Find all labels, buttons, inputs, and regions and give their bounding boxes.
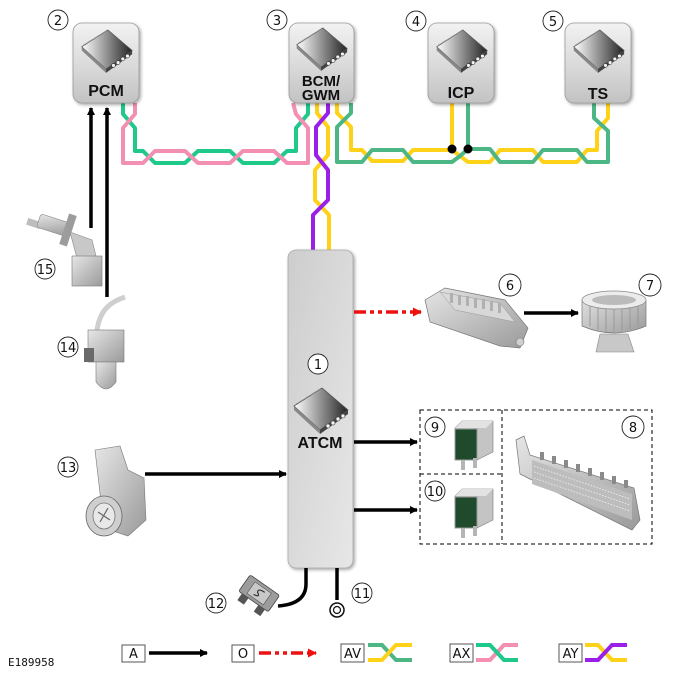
callout-number: 10 bbox=[427, 485, 444, 500]
callout-circle bbox=[266, 9, 288, 31]
output-group-box bbox=[419, 409, 653, 545]
component-15[interactable]: 15 bbox=[26, 213, 103, 287]
callout-circle bbox=[424, 416, 446, 438]
component-11[interactable]: 11 bbox=[329, 568, 373, 618]
callout-number: 5 bbox=[549, 15, 557, 30]
signal-arrows bbox=[87, 107, 579, 514]
component-9[interactable]: 9 bbox=[424, 416, 494, 470]
blower-fan-icon bbox=[581, 290, 647, 353]
module-icp[interactable]: ICP bbox=[427, 22, 495, 104]
callout-circle bbox=[424, 480, 446, 502]
module-ts[interactable]: TS bbox=[564, 22, 632, 104]
group-outline bbox=[419, 409, 653, 545]
callout-circle bbox=[47, 9, 69, 31]
module-callouts: 2 3 4 5 1 bbox=[47, 9, 564, 375]
fuse-wire bbox=[277, 568, 308, 608]
callout-circle bbox=[498, 273, 522, 297]
module-label-line1: BCM/ bbox=[302, 73, 341, 90]
component-7[interactable]: 7 bbox=[581, 273, 662, 353]
temperature-sensor-icon bbox=[84, 294, 126, 390]
legend-code-box bbox=[121, 644, 146, 663]
callout-number: 4 bbox=[412, 15, 420, 30]
legend-code-box bbox=[449, 643, 474, 663]
atcm-label: ATCM bbox=[297, 435, 342, 452]
can-wire-ts-yellow bbox=[335, 103, 610, 164]
component-10[interactable]: 10 bbox=[424, 480, 494, 538]
module-label: ICP bbox=[448, 85, 475, 102]
heater-element-icon bbox=[515, 435, 641, 531]
component-6[interactable]: 6 bbox=[424, 273, 529, 349]
can-wire-pcm-pink bbox=[121, 102, 310, 165]
module-label: PCM bbox=[88, 83, 124, 100]
callout-circle bbox=[57, 336, 79, 358]
legend-item-o: O bbox=[231, 644, 317, 663]
callout-circle bbox=[57, 456, 79, 478]
callout-number: 12 bbox=[208, 597, 225, 612]
can-wire-pcm-green bbox=[121, 103, 310, 165]
ignition-switch-icon bbox=[85, 445, 147, 537]
callout-number: 8 bbox=[629, 421, 637, 436]
relay-icon bbox=[454, 420, 494, 470]
ground-ring-terminal-icon bbox=[329, 602, 345, 618]
relay-icon bbox=[454, 488, 494, 538]
callout-number: 7 bbox=[646, 279, 654, 294]
module-bcm-gwm[interactable]: BCM/ GWM bbox=[288, 22, 355, 104]
legend-code: AV bbox=[344, 647, 361, 662]
callout-circle bbox=[34, 258, 56, 280]
fuse-icon bbox=[237, 575, 280, 617]
callout-number: 9 bbox=[431, 421, 439, 436]
legend-item-av: AV bbox=[340, 643, 412, 663]
callout-circle bbox=[205, 592, 227, 614]
figure-reference: E189958 bbox=[8, 656, 54, 669]
callout-circle bbox=[638, 273, 662, 297]
splice-dot-green bbox=[463, 144, 473, 154]
callout-number: 3 bbox=[273, 14, 281, 29]
module-label-line2: GWM bbox=[302, 87, 340, 104]
legend-code: A bbox=[129, 647, 138, 662]
callout-number: 15 bbox=[37, 263, 54, 278]
legend-code-box bbox=[340, 643, 365, 663]
legend-code: O bbox=[238, 647, 248, 662]
component-14[interactable]: 14 bbox=[57, 294, 126, 390]
legend-item-ax: AX bbox=[449, 643, 518, 663]
lin-wire-atcm-purple bbox=[311, 103, 330, 250]
legend-item-a: A bbox=[121, 644, 208, 663]
callout-number: 11 bbox=[354, 587, 371, 602]
splice-dot-yellow bbox=[447, 144, 457, 154]
component-12[interactable]: 12 bbox=[205, 568, 308, 618]
callout-circle bbox=[542, 10, 564, 32]
module-pcm[interactable]: PCM bbox=[72, 22, 140, 104]
module-atcm[interactable]: ATCM bbox=[287, 249, 354, 569]
twisted-pair-ax-icon bbox=[476, 643, 518, 662]
control-module-icon bbox=[424, 287, 529, 349]
callout-circle bbox=[307, 353, 329, 375]
callout-number: 6 bbox=[506, 279, 514, 294]
component-13[interactable]: 13 bbox=[57, 445, 147, 537]
callout-circle bbox=[405, 10, 427, 32]
network-wiring bbox=[121, 102, 610, 250]
callout-number: 2 bbox=[54, 14, 62, 29]
callout-number: 13 bbox=[60, 461, 77, 476]
callout-circle bbox=[351, 582, 373, 604]
legend-item-ay: AY bbox=[558, 643, 627, 663]
legend-code-box bbox=[558, 643, 583, 663]
legend: A O AV AX AY bbox=[121, 643, 627, 663]
component-8[interactable]: 8 bbox=[515, 415, 645, 531]
legend-code-box bbox=[231, 644, 255, 663]
callout-number: 14 bbox=[60, 341, 77, 356]
twisted-pair-ay-icon bbox=[585, 643, 627, 662]
coolant-sensor-icon bbox=[26, 213, 103, 287]
module-label: TS bbox=[588, 86, 609, 103]
callout-number: 1 bbox=[314, 358, 322, 373]
twisted-pair-av-icon bbox=[368, 643, 412, 662]
legend-code: AX bbox=[453, 647, 471, 662]
legend-code: AY bbox=[563, 647, 579, 662]
callout-circle bbox=[621, 415, 645, 439]
can-wire-ts-green bbox=[335, 103, 610, 164]
